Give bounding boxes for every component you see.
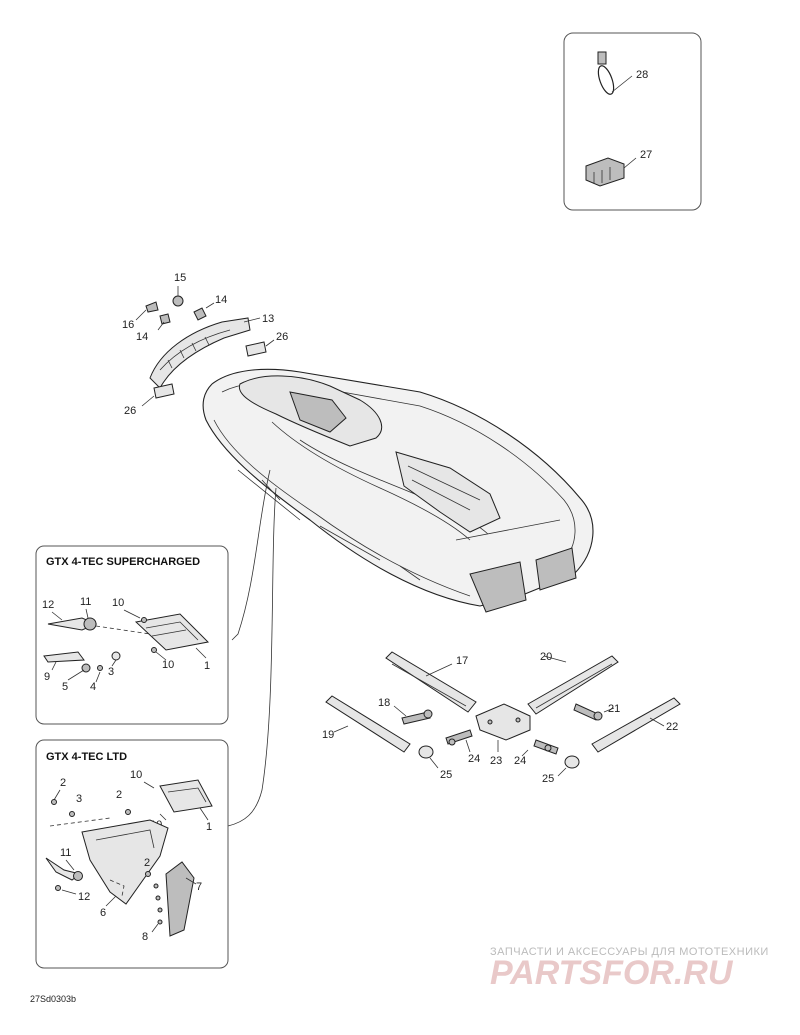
hull (202, 368, 594, 613)
callout-8-ltd: 8 (142, 931, 148, 943)
callout-2a-ltd: 2 (60, 777, 66, 789)
callout-22: 22 (666, 721, 678, 733)
callout-5-sc: 5 (62, 681, 68, 693)
callout-19: 19 (322, 729, 334, 741)
watermark-logo: PARTSFOR.RU (490, 954, 734, 992)
tie-strap (597, 51, 633, 95)
callout-18: 18 (378, 697, 390, 709)
callout-24a: 24 (468, 753, 480, 765)
callout-9-sc: 9 (44, 671, 50, 683)
accessory-box: 28 27 (563, 32, 702, 211)
ltd-title: GTX 4-TEC LTD (46, 751, 127, 763)
callout-17: 17 (456, 655, 468, 667)
callout-3-sc: 3 (108, 666, 114, 678)
supercharged-title: GTX 4-TEC SUPERCHARGED (46, 556, 200, 568)
callout-3-ltd: 3 (76, 793, 82, 805)
supercharged-panel: GTX 4-TEC SUPERCHARGED 12 11 10 10 1 9 5… (35, 545, 229, 725)
connector (585, 157, 637, 187)
callout-1-ltd: 1 (206, 821, 212, 833)
callout-11-sc: 11 (80, 596, 91, 608)
callout-6-ltd: 6 (100, 907, 106, 919)
grab-handle-assembly: 14 14 15 16 13 26 26 (122, 272, 288, 417)
bumper-rail-assembly: 17 20 19 22 18 21 23 24 (322, 651, 681, 785)
callout-1-sc: 1 (204, 660, 210, 672)
callout-25b: 25 (542, 773, 554, 785)
callout-25a: 25 (440, 769, 452, 781)
callout-20: 20 (540, 651, 552, 663)
callout-11-ltd: 11 (60, 847, 71, 859)
lead-to-ltd (227, 487, 277, 827)
callout-10a-ltd: 10 (130, 769, 142, 781)
callout-28: 28 (636, 69, 648, 81)
callout-27: 27 (640, 149, 652, 161)
callout-7-ltd: 7 (196, 881, 202, 893)
ltd-panel: GTX 4-TEC LTD 2 3 2 10 10 1 6 11 12 2 (35, 739, 229, 969)
callout-16: 16 (122, 319, 134, 331)
callout-12-ltd: 12 (78, 891, 90, 903)
callout-26a: 26 (276, 331, 288, 343)
callout-12-sc: 12 (42, 599, 54, 611)
callout-14a: 14 (215, 294, 227, 306)
callout-24b: 24 (514, 755, 526, 767)
callout-2b-ltd: 2 (116, 789, 122, 801)
callout-15: 15 (174, 272, 186, 284)
callout-10a-sc: 10 (112, 597, 124, 609)
callout-21: 21 (608, 703, 620, 715)
lead-to-supercharged (231, 469, 271, 641)
callout-10b-sc: 10 (162, 659, 174, 671)
callout-23: 23 (490, 755, 502, 767)
watermark-tagline: ЗАПЧАСТИ И АКСЕССУАРЫ ДЛЯ МОТОТЕХНИКИ (490, 946, 769, 958)
callout-13: 13 (262, 313, 274, 325)
callout-2c-ltd: 2 (144, 857, 150, 869)
callout-14b: 14 (136, 331, 148, 343)
drawing-ref-code: 27Sd0303b (30, 994, 76, 1004)
callout-26b: 26 (124, 405, 136, 417)
callout-4-sc: 4 (90, 681, 96, 693)
